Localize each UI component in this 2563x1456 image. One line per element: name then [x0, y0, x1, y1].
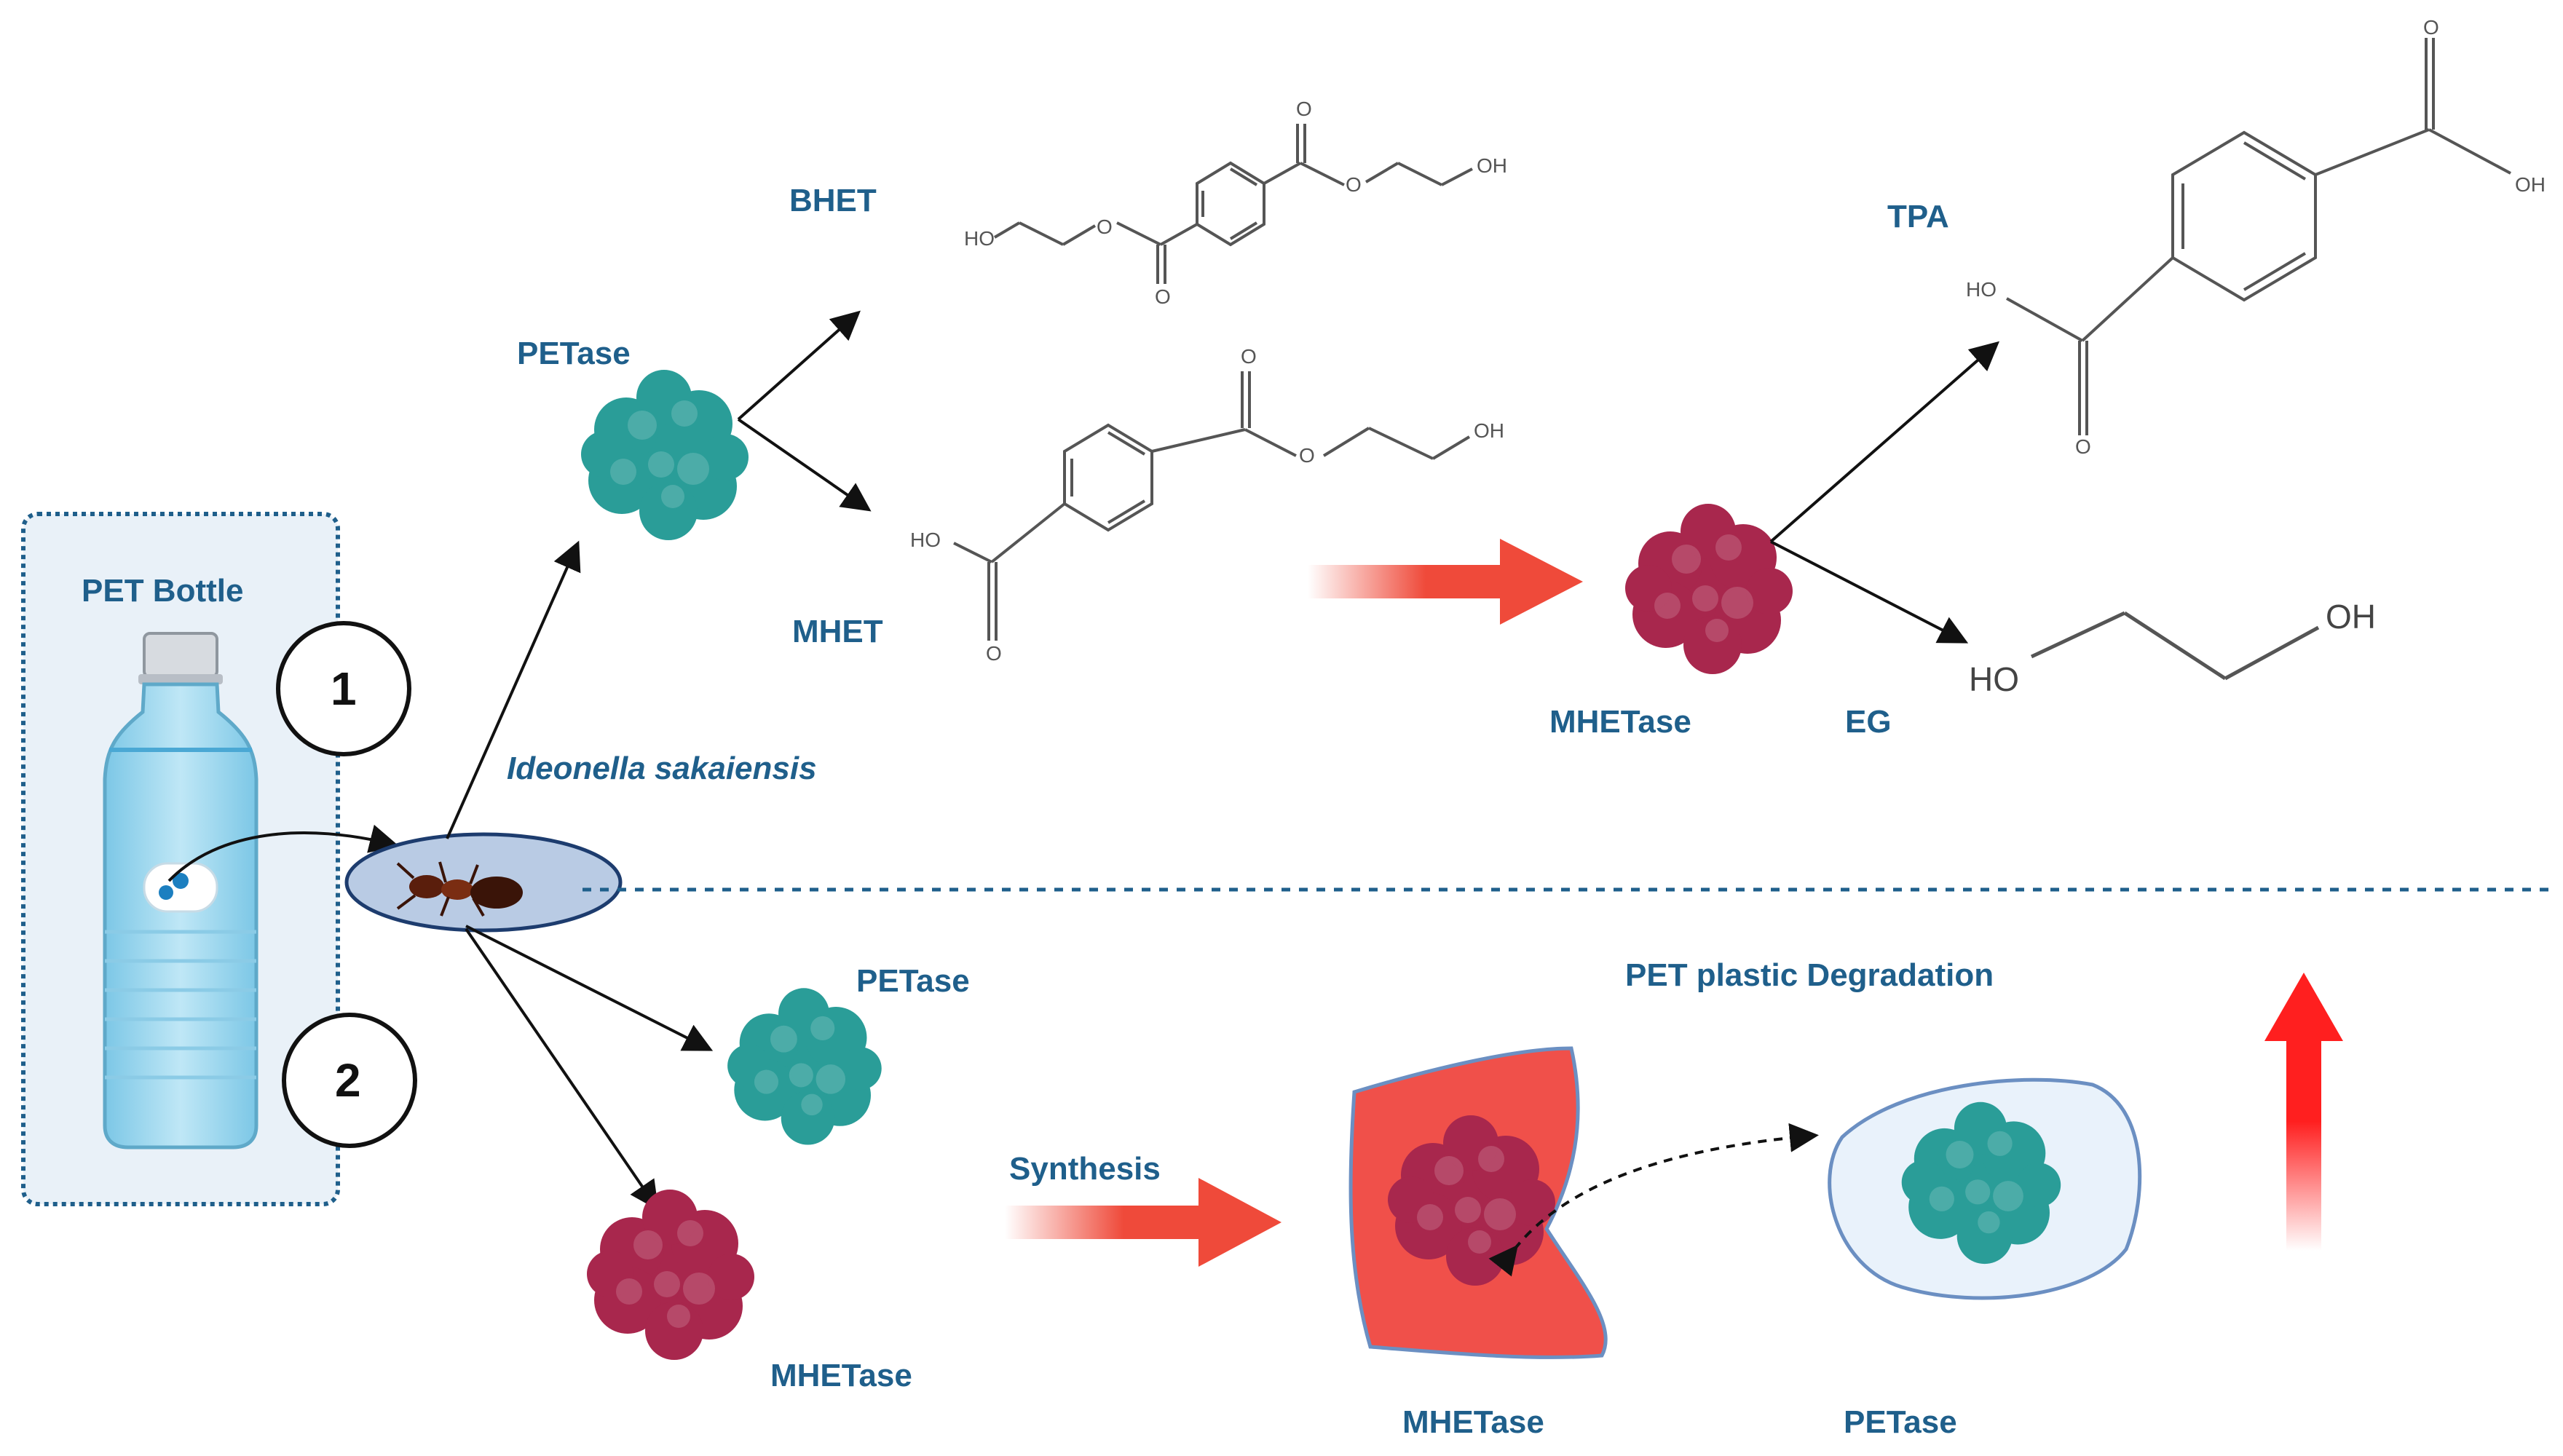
mhetase-low-label: MHETase — [770, 1358, 912, 1393]
bhet-atom-o-ester-left: O — [1097, 215, 1113, 238]
bhet-atom-ho: HO — [964, 227, 995, 250]
step-two-number: 2 — [335, 1054, 361, 1107]
bhet-atom-oh: OH — [1477, 154, 1507, 177]
mhetase-top-label: MHETase — [1549, 704, 1691, 740]
petase-top-protein — [581, 370, 749, 540]
bhet-atom-o-top: O — [1296, 98, 1312, 120]
eg-atom-ho: HO — [1969, 660, 2019, 698]
synthesis-label: Synthesis — [1009, 1151, 1161, 1187]
arrow-to-mhetase-low — [465, 927, 659, 1211]
petase-vesicle — [1828, 1077, 2142, 1300]
arrow-bottle-to-bacterium — [167, 824, 399, 882]
bhet-label: BHET — [789, 183, 877, 218]
mhet-atom-o-bottom: O — [986, 642, 1002, 665]
arrow-petase-to-mhet — [737, 418, 872, 512]
petase-top-label: PETase — [517, 336, 631, 371]
bhet-atom-o-ester-right: O — [1346, 173, 1362, 196]
bhet-structure — [993, 124, 1473, 284]
step-one-number: 1 — [331, 662, 357, 715]
tpa-atom-ho: HO — [1966, 278, 1997, 301]
eg-label: EG — [1845, 704, 1892, 740]
mhet-atom-oh: OH — [1474, 419, 1504, 442]
step-two-circle — [282, 1013, 417, 1148]
mhet-atom-ho: HO — [910, 529, 941, 551]
eg-structure — [2030, 611, 2320, 681]
mhet-structure — [953, 371, 1471, 641]
mhetase-bottom-label: MHETase — [1402, 1404, 1544, 1440]
tpa-label: TPA — [1887, 199, 1949, 234]
arrow-petase-to-bhet — [737, 310, 861, 421]
tpa-atom-o-top: O — [2423, 16, 2439, 39]
arrow-to-petase-top — [446, 540, 581, 839]
interaction-arrow — [1488, 1123, 1819, 1277]
tpa-atom-o-bottom: O — [2075, 435, 2091, 458]
mhetase-low-protein — [587, 1190, 754, 1360]
mhet-atom-o-top: O — [1241, 345, 1257, 368]
petase-mid-protein — [727, 988, 882, 1145]
mhetase-top-protein — [1625, 504, 1793, 674]
arrow-to-petase-mid — [465, 925, 714, 1051]
red-arrow-degradation-up — [2264, 973, 2343, 1251]
mhet-label: MHET — [792, 614, 883, 649]
tpa-structure — [2006, 38, 2511, 435]
eg-atom-oh: OH — [2326, 598, 2376, 636]
arrow-mhetase-to-tpa — [1769, 341, 2000, 543]
petase-bottom-label: PETase — [1844, 1404, 1957, 1440]
red-arrow-mhet-to-mhetase — [1308, 539, 1583, 625]
step-one-circle — [276, 621, 411, 756]
bacterium-icon — [344, 832, 623, 933]
bhet-atom-o-bottom: O — [1155, 285, 1171, 308]
tpa-atom-oh: OH — [2515, 173, 2546, 196]
pet-bottle-label: PET Bottle — [82, 573, 244, 609]
pet-bottle-icon — [103, 632, 258, 1150]
degradation-label: PET plastic Degradation — [1625, 957, 1994, 993]
red-arrow-synthesis — [1005, 1178, 1282, 1267]
arrow-mhetase-to-eg — [1770, 540, 1969, 644]
organism-label: Ideonella sakaiensis — [507, 751, 817, 786]
petase-mid-label: PETase — [856, 963, 970, 999]
mhet-atom-o-ester: O — [1299, 444, 1315, 467]
